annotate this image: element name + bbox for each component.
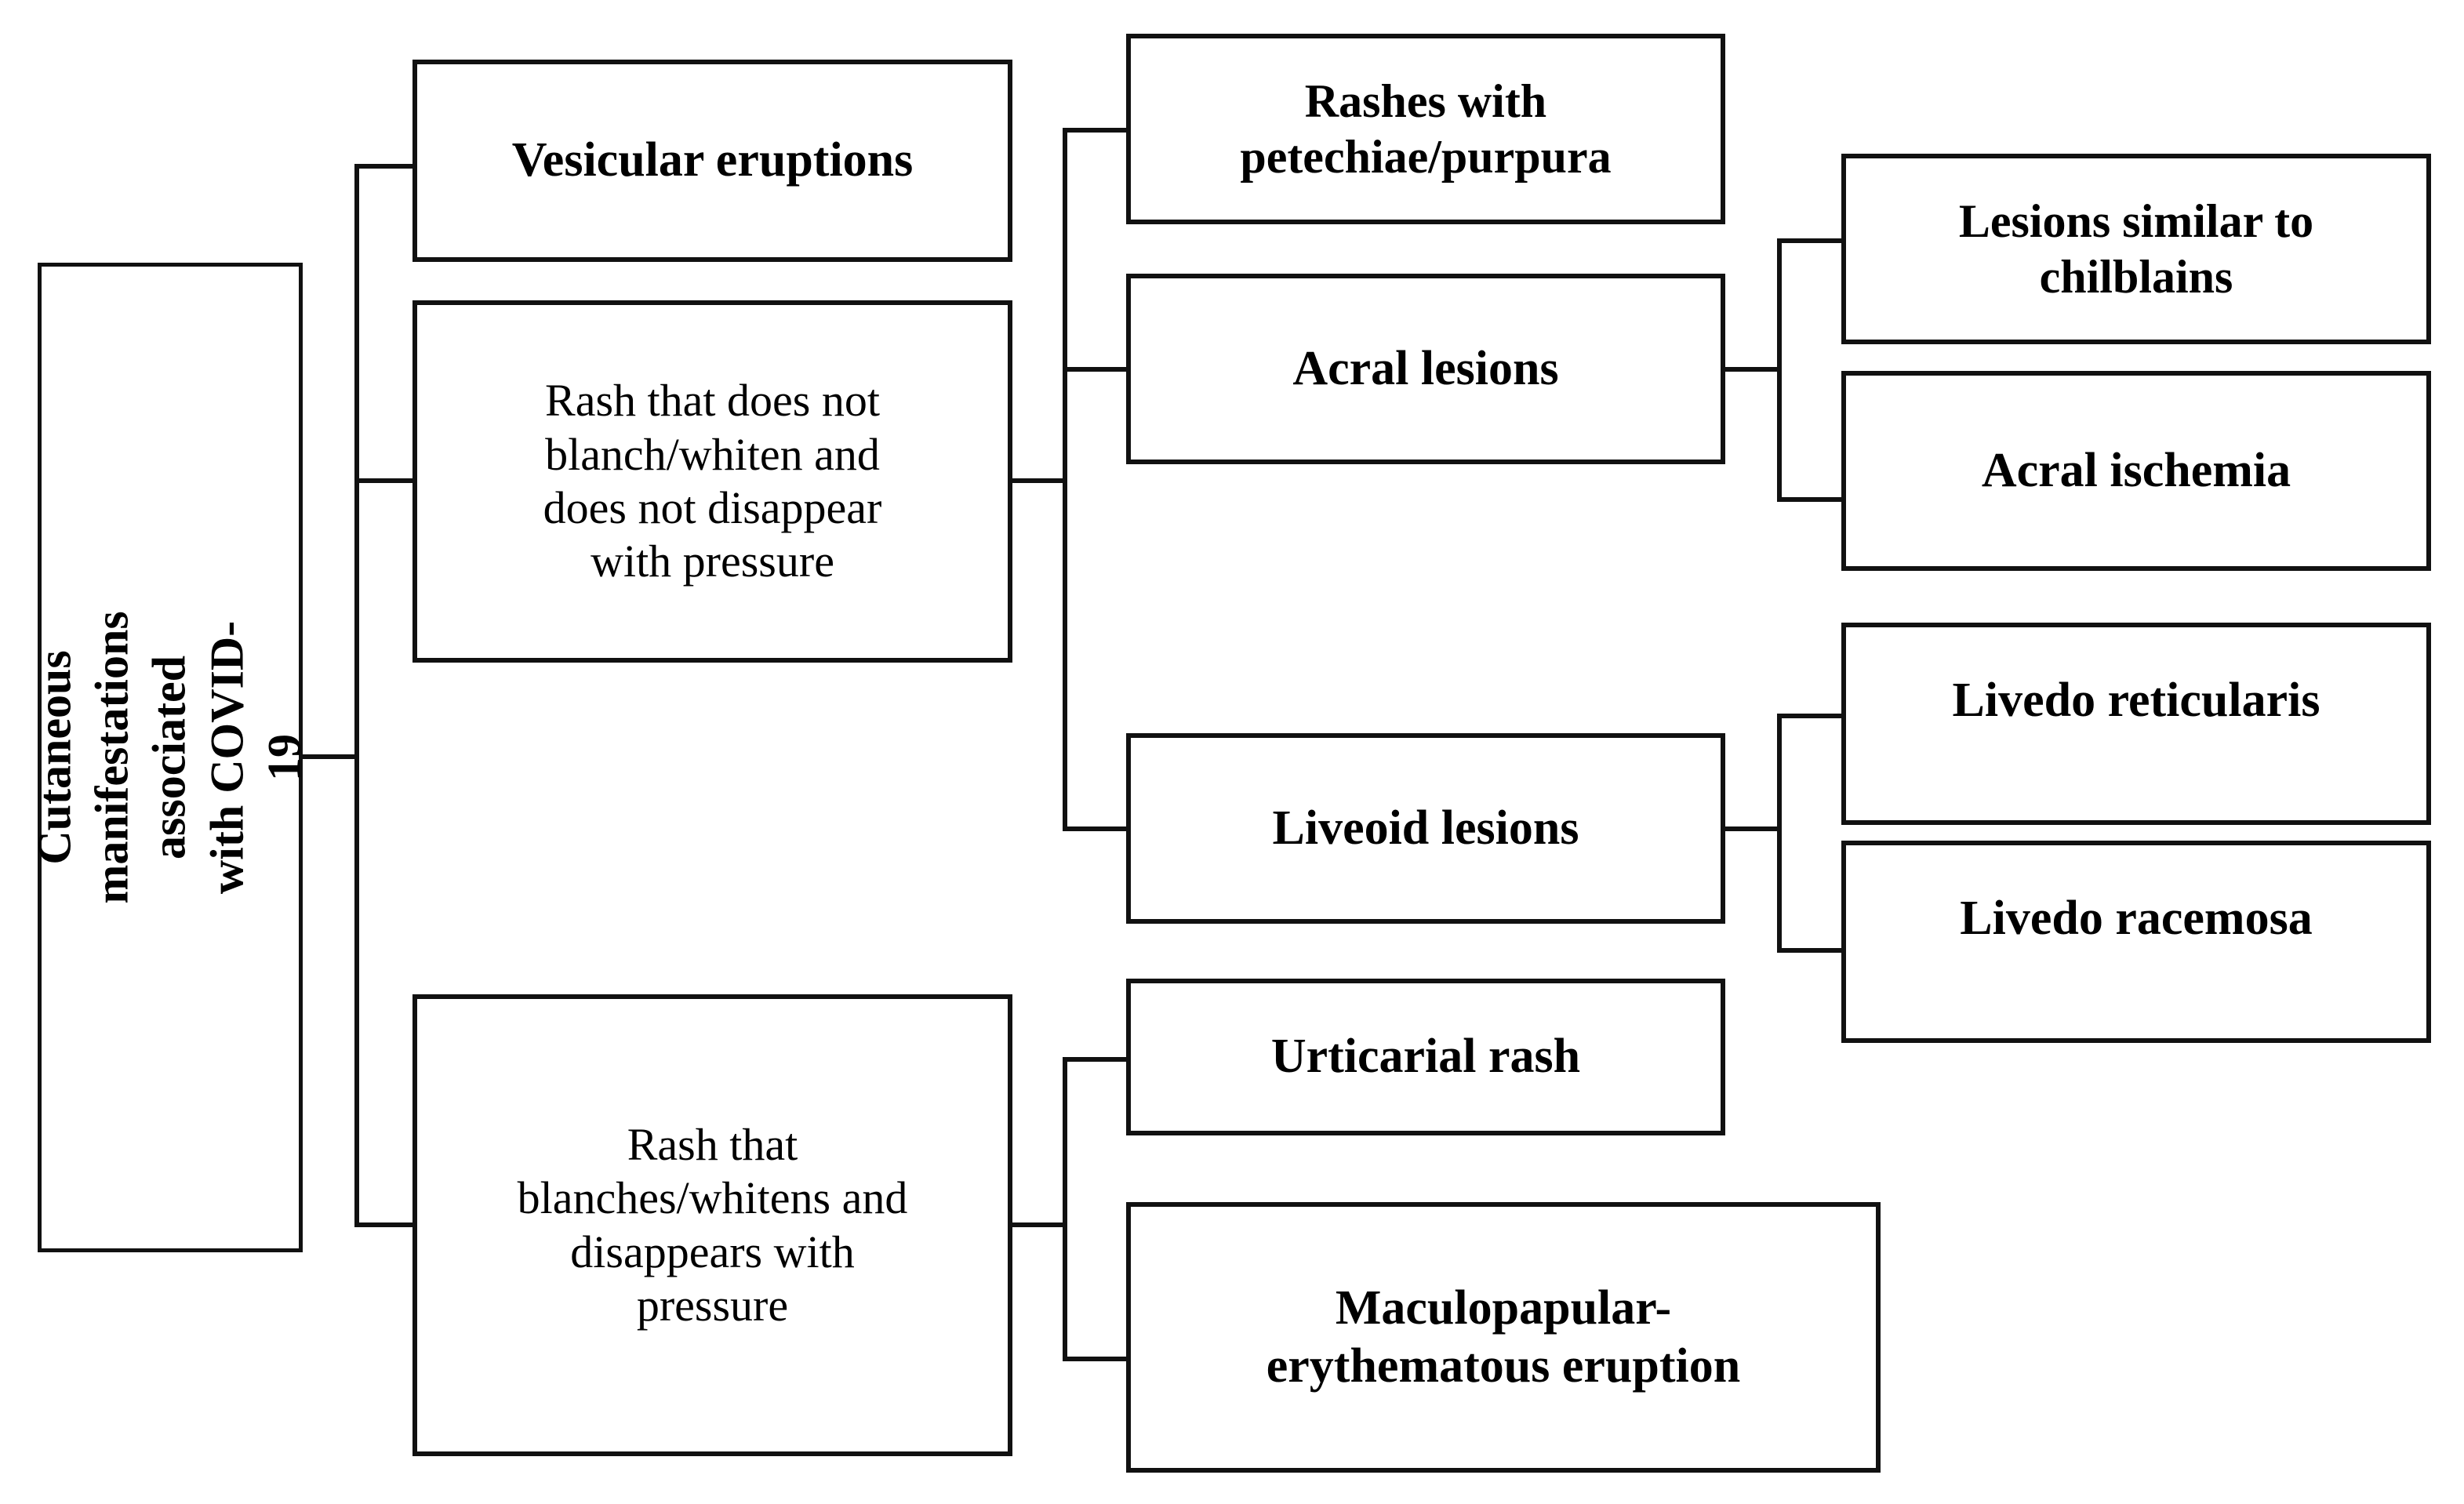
- node-acral-lesions-label: Acral lesions: [1292, 341, 1559, 395]
- connector-to-petechiae: [1063, 128, 1128, 133]
- connector-to-liveoid: [1063, 826, 1128, 831]
- connector-to-urticarial: [1063, 1057, 1128, 1062]
- connector-to-maculopapular: [1063, 1357, 1128, 1361]
- node-urticarial-rash-label: Urticarial rash: [1270, 1030, 1581, 1084]
- node-lesions-similar-to-chilblains[interactable]: Lesions similar to chilblains: [1841, 154, 2431, 344]
- connector-to-chilblains: [1777, 238, 1843, 243]
- node-acral-lesions[interactable]: Acral lesions: [1126, 274, 1725, 464]
- connector-to-livedo-reticularis: [1777, 714, 1843, 718]
- node-root-label: Cutaneous manifestations associated with…: [29, 611, 311, 904]
- connector-root-to-vesicular: [354, 164, 414, 169]
- node-acral-ischemia[interactable]: Acral ischemia: [1841, 371, 2431, 571]
- connector-root-to-blanching: [354, 1222, 414, 1227]
- connector-non-blanching-spine: [1063, 128, 1067, 831]
- node-rashes-petechiae-purpura-label: Rashes with petechiae/purpura: [1240, 74, 1612, 183]
- connector-root-trunk: [303, 754, 359, 759]
- node-vesicular-eruptions-label: Vesicular eruptions: [511, 133, 914, 187]
- node-lesions-similar-to-chilblains-label: Lesions similar to chilblains: [1958, 194, 2314, 303]
- node-acral-ischemia-label: Acral ischemia: [1981, 443, 2291, 497]
- connector-acral-trunk: [1725, 367, 1782, 372]
- node-livedo-reticularis[interactable]: Livedo reticularis: [1841, 623, 2431, 825]
- node-maculopapular-erythematous-eruption-label: Maculopapular- erythematous eruption: [1266, 1281, 1741, 1393]
- node-rashes-petechiae-purpura[interactable]: Rashes with petechiae/purpura: [1126, 34, 1725, 224]
- node-rash-blanching-label: Rash that blanches/whitens and disappear…: [517, 1118, 908, 1331]
- connector-liveoid-spine: [1777, 714, 1782, 953]
- connector-non-blanching-trunk: [1012, 478, 1067, 483]
- connector-blanching-spine: [1063, 1057, 1067, 1361]
- connector-to-acral: [1063, 367, 1128, 372]
- node-liveoid-lesions[interactable]: Liveoid lesions: [1126, 733, 1725, 924]
- connector-root-spine: [354, 164, 359, 1227]
- node-rash-non-blanching[interactable]: Rash that does not blanch/whiten and doe…: [412, 300, 1012, 663]
- connector-to-livedo-racemosa: [1777, 948, 1843, 953]
- node-livedo-racemosa-label: Livedo racemosa: [1960, 892, 2313, 946]
- node-livedo-reticularis-label: Livedo reticularis: [1952, 674, 2320, 728]
- node-maculopapular-erythematous-eruption[interactable]: Maculopapular- erythematous eruption: [1126, 1202, 1881, 1473]
- node-vesicular-eruptions[interactable]: Vesicular eruptions: [412, 60, 1012, 262]
- connector-liveoid-trunk: [1725, 826, 1782, 831]
- node-rash-non-blanching-label: Rash that does not blanch/whiten and doe…: [543, 375, 882, 587]
- connector-acral-spine: [1777, 238, 1782, 502]
- node-urticarial-rash[interactable]: Urticarial rash: [1126, 979, 1725, 1135]
- connector-to-acral-ischemia: [1777, 497, 1843, 502]
- connector-root-to-non-blanching: [354, 478, 414, 483]
- node-livedo-racemosa[interactable]: Livedo racemosa: [1841, 841, 2431, 1043]
- node-root-cutaneous-manifestations[interactable]: Cutaneous manifestations associated with…: [29, 263, 311, 1252]
- node-rash-blanching[interactable]: Rash that blanches/whitens and disappear…: [412, 994, 1012, 1456]
- node-liveoid-lesions-label: Liveoid lesions: [1272, 801, 1579, 855]
- connector-blanching-trunk: [1012, 1222, 1067, 1227]
